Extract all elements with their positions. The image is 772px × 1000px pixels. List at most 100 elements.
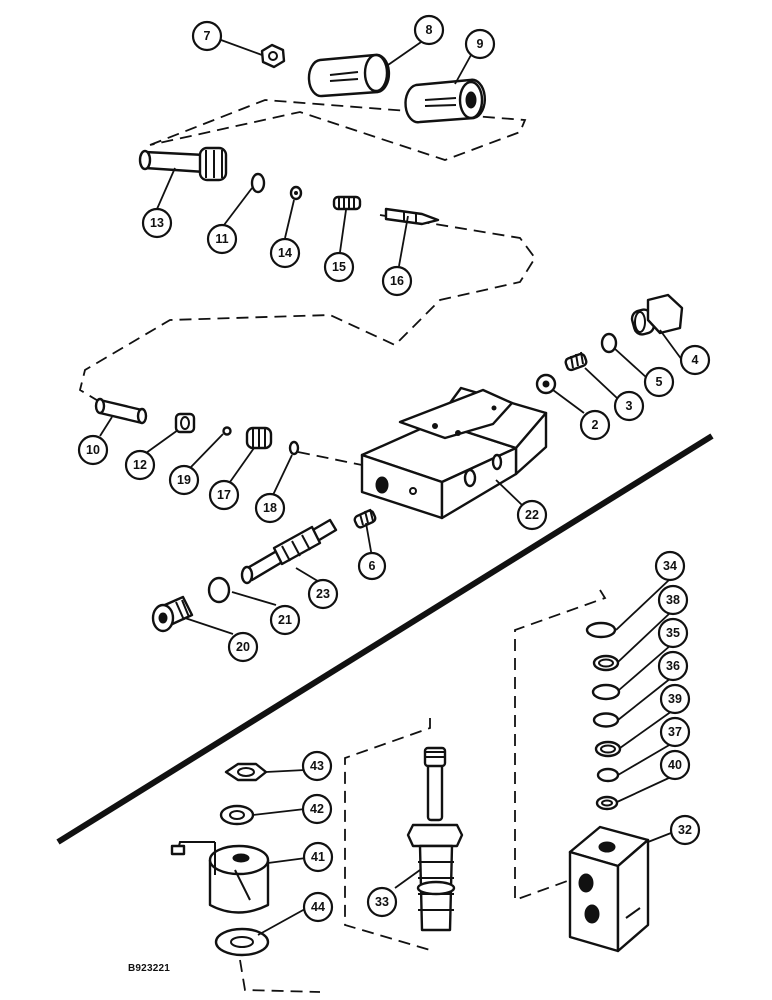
part-32-manifold-block [568,825,650,953]
part-21-o-ring [207,576,231,604]
callout-17: 17 [208,479,240,511]
callout-34: 34 [654,550,686,582]
callout-37: 37 [659,716,691,748]
part-7-nut [260,43,286,69]
svg-text:11: 11 [215,232,228,246]
callout-13: 13 [141,207,173,239]
svg-text:40: 40 [668,758,682,772]
part-22-valve-body [360,386,548,520]
callout-11: 11 [206,223,238,255]
part-38-backup-ring [592,654,620,672]
callout-36: 36 [657,650,689,682]
part-42-washer [219,804,255,826]
callout-2: 2 [579,409,611,441]
part-11-o-ring [250,172,266,194]
figure-reference-code: B923221 [128,963,170,974]
svg-text:14: 14 [278,246,292,260]
svg-text:3: 3 [626,399,633,413]
part-40-backup-ring [595,795,619,811]
callout-44: 44 [302,891,334,923]
svg-text:9: 9 [477,37,484,51]
part-37-seal [596,767,620,783]
callout-18: 18 [254,492,286,524]
callout-38: 38 [657,584,689,616]
part-20-plug [151,595,194,633]
callout-4: 4 [679,344,711,376]
assembly-guide-middle [78,214,537,406]
svg-text:34: 34 [663,559,677,573]
svg-text:22: 22 [525,508,539,522]
part-13-shaft [138,146,228,182]
svg-text:18: 18 [263,501,277,515]
part-41-coil [170,841,270,914]
part-35-seal [591,683,621,701]
assembly-guide-seals [514,589,607,902]
svg-text:8: 8 [426,23,433,37]
part-19-ball [222,426,232,436]
part-10-pin [94,397,148,425]
callout-14: 14 [269,237,301,269]
callout-35: 35 [657,617,689,649]
svg-text:20: 20 [236,640,250,654]
part-9-sleeve [404,78,486,124]
part-5-o-ring [600,332,618,354]
svg-text:2: 2 [592,418,599,432]
svg-text:39: 39 [668,692,682,706]
svg-text:10: 10 [86,443,100,457]
part-36-seal [592,712,620,728]
part-4-fitting [630,293,684,336]
part-16-poppet [384,207,440,226]
svg-text:42: 42 [310,802,324,816]
callout-16: 16 [381,265,413,297]
svg-text:17: 17 [217,488,231,502]
svg-text:32: 32 [678,823,692,837]
callout-19: 19 [168,464,200,496]
svg-text:37: 37 [668,725,682,739]
svg-text:44: 44 [311,900,325,914]
svg-text:13: 13 [150,216,164,230]
svg-text:6: 6 [369,559,376,573]
callout-15: 15 [323,251,355,283]
callout-40: 40 [659,749,691,781]
svg-text:43: 43 [310,759,324,773]
svg-text:35: 35 [666,626,680,640]
divider-line [56,433,714,845]
svg-text:23: 23 [316,587,330,601]
svg-text:19: 19 [177,473,191,487]
part-6-spring [353,508,377,529]
callout-7: 7 [191,20,223,52]
part-44-washer [214,927,270,957]
part-23-spool [240,518,338,585]
callout-9: 9 [464,28,496,60]
assembly-guide-valve [297,451,363,466]
part-43-nut [224,762,268,782]
callout-39: 39 [659,683,691,715]
callout-20: 20 [227,631,259,663]
svg-text:12: 12 [133,458,147,472]
callout-8: 8 [413,14,445,46]
part-8-cap [307,53,391,98]
assembly-guide-coil [239,959,321,993]
svg-text:38: 38 [666,593,680,607]
part-2-seat [535,373,557,395]
part-39-backup-ring [594,740,622,758]
callout-5: 5 [643,366,675,398]
callout-3: 3 [613,390,645,422]
assembly-guide-cartridge [344,718,431,951]
part-33-cartridge [406,746,464,932]
callout-10: 10 [77,434,109,466]
assembly-guide-upper [149,99,527,161]
callout-12: 12 [124,449,156,481]
callout-21: 21 [269,604,301,636]
part-14-washer [289,185,303,201]
part-15-spring [332,195,362,211]
part-18-o-ring [288,440,300,456]
part-34-seal [585,621,617,639]
part-17-spring-plug [245,426,273,450]
part-12-plug [174,412,196,434]
callout-42: 42 [301,793,333,825]
svg-text:5: 5 [656,375,663,389]
callout-6: 6 [357,551,387,581]
leader-lines [99,39,683,936]
